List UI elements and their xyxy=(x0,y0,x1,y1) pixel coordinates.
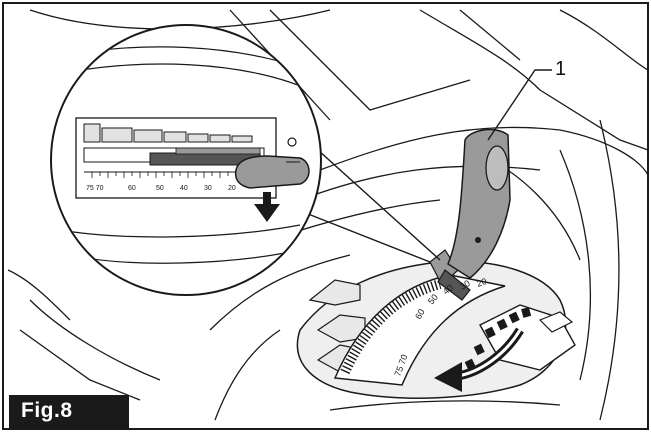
main-scale-band xyxy=(333,274,506,386)
diagram-frame xyxy=(2,2,649,430)
down-arrow-icon xyxy=(254,192,280,222)
figure-label-box: Fig.8 xyxy=(9,395,129,429)
inset-tick-label: 30 xyxy=(204,185,212,192)
callout-leader xyxy=(487,69,552,141)
main-tick-label: 20 xyxy=(475,276,488,289)
main-tick-label: 30 xyxy=(458,278,472,292)
inset-tick-label: 20 xyxy=(228,185,236,192)
selector-lever xyxy=(429,128,511,301)
main-tick-label: 50 xyxy=(426,292,440,306)
main-tick-label: 60 xyxy=(413,307,427,321)
inset-tick-label: 50 xyxy=(156,185,164,192)
curved-left-arrow-icon xyxy=(434,327,524,392)
figure-label: Fig.8 xyxy=(21,399,73,422)
callout-number: 1 xyxy=(555,58,567,80)
inset-tick-label: 40 xyxy=(180,185,188,192)
inset-tick-label: 60 xyxy=(128,185,136,192)
inset-tick-label: 75 70 xyxy=(86,185,104,192)
magnified-inset: 75 70 60 50 40 30 20 xyxy=(50,24,322,296)
main-tick-label: 40 xyxy=(441,282,455,296)
